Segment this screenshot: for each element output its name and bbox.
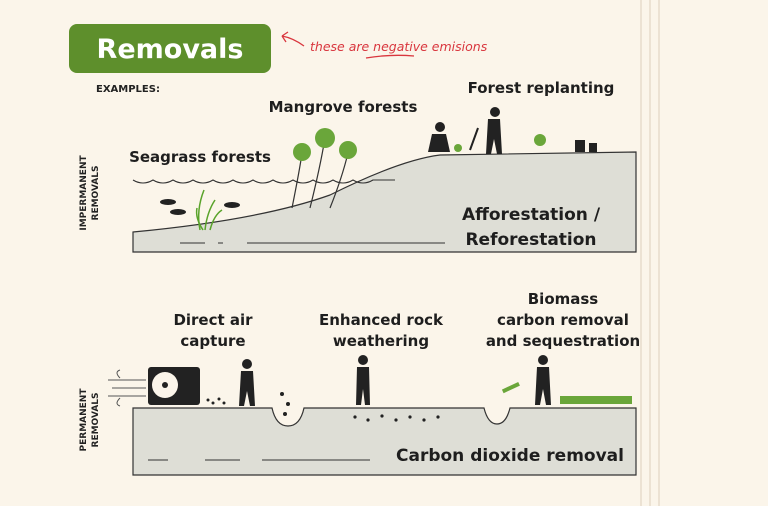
arrow-icon: [281, 31, 305, 47]
annotation: these are negative emisions: [310, 39, 488, 54]
category-reforestation: Reforestation: [465, 230, 596, 250]
permanent-ground: [132, 407, 637, 476]
examples-label: EXAMPLES:: [96, 84, 160, 95]
item-biomass: Biomass: [528, 290, 599, 308]
mangrove-trees-icon: [291, 128, 357, 209]
biomass-icon: [501, 381, 632, 404]
impermanent-side-label: IMPERMANENT REMOVALS: [79, 155, 101, 231]
water-surface: [132, 179, 395, 184]
workers-icon: [239, 355, 551, 406]
air-flow-icon: [108, 369, 146, 407]
fish-icons: [160, 199, 240, 215]
title: Removals: [97, 34, 244, 65]
category-afforestation: Afforestation /: [462, 205, 601, 225]
category-carbon-dioxide-removal: Carbon dioxide removal: [396, 446, 624, 466]
seagrass-icon: [195, 189, 223, 231]
item-biomass-line2: carbon removal: [497, 311, 629, 329]
svg-text:IMPERMANENT: IMPERMANENT: [79, 155, 89, 231]
item-enhanced-rock-weathering-line2: weathering: [333, 332, 429, 350]
svg-text:PERMANENT: PERMANENT: [79, 388, 89, 452]
item-mangrove-forests: Mangrove forests: [269, 98, 418, 116]
rock-piles-icon: [206, 392, 440, 422]
permanent-side-label: PERMANENT REMOVALS: [79, 388, 101, 452]
annotation-underline: [365, 54, 415, 59]
svg-text:REMOVALS: REMOVALS: [91, 393, 101, 448]
item-biomass-line3: and sequestration: [486, 332, 640, 350]
item-enhanced-rock-weathering: Enhanced rock: [319, 311, 444, 329]
title-badge: [69, 24, 271, 73]
decorative-vertical-lines: [640, 0, 660, 506]
item-direct-air-capture-line2: capture: [180, 332, 245, 350]
item-seagrass-forests: Seagrass forests: [129, 148, 271, 166]
people-planting-icon: [428, 107, 597, 154]
item-forest-replanting: Forest replanting: [468, 79, 615, 97]
svg-text:REMOVALS: REMOVALS: [91, 166, 101, 221]
item-direct-air-capture: Direct air: [173, 311, 253, 329]
direct-air-capture-machine-icon: [148, 367, 200, 405]
